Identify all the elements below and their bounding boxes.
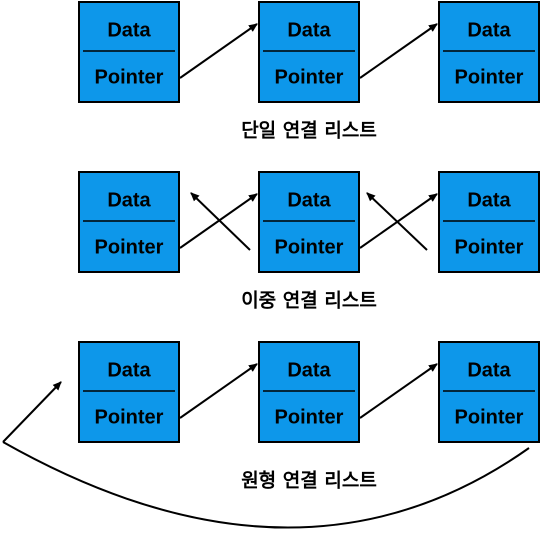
prev-pointer-arrow bbox=[190, 192, 251, 251]
pointer-field-label: Pointer bbox=[455, 66, 524, 88]
list-node: Data Pointer bbox=[438, 171, 540, 273]
list-caption: 단일 연결 리스트 bbox=[241, 120, 377, 142]
list-node: Data Pointer bbox=[438, 1, 540, 103]
list-node: Data Pointer bbox=[258, 341, 360, 443]
pointer-field-label: Pointer bbox=[95, 406, 164, 428]
next-pointer-arrow bbox=[179, 193, 258, 249]
pointer-field-label: Pointer bbox=[275, 66, 344, 88]
node-box bbox=[438, 341, 540, 443]
data-field-label: Data bbox=[287, 359, 331, 381]
pointer-field-label: Pointer bbox=[95, 236, 164, 258]
singly-linked-list: Data Pointer Data Pointer Data Pointer 단… bbox=[78, 1, 540, 142]
prev-pointer-arrow bbox=[366, 192, 428, 251]
next-pointer-arrow bbox=[359, 193, 438, 249]
next-pointer-arrow bbox=[179, 23, 258, 79]
data-field-label: Data bbox=[467, 359, 511, 381]
node-box bbox=[438, 171, 540, 273]
wraparound-arrow bbox=[2, 381, 62, 443]
pointer-field-label: Pointer bbox=[455, 236, 524, 258]
circular-linked-list: Data Pointer Data Pointer Data Pointer 원… bbox=[2, 341, 540, 529]
next-pointer-arrow bbox=[359, 23, 438, 79]
node-box bbox=[78, 171, 180, 273]
data-field-label: Data bbox=[107, 19, 151, 41]
node-box bbox=[258, 341, 360, 443]
list-node: Data Pointer bbox=[258, 171, 360, 273]
wraparound-curve bbox=[2, 441, 530, 529]
list-node: Data Pointer bbox=[78, 1, 180, 103]
data-field-label: Data bbox=[467, 189, 511, 211]
data-field-label: Data bbox=[107, 189, 151, 211]
data-field-label: Data bbox=[467, 19, 511, 41]
pointer-field-label: Pointer bbox=[455, 406, 524, 428]
pointer-field-label: Pointer bbox=[275, 236, 344, 258]
doubly-linked-list: Data Pointer Data Pointer Data Pointer 이… bbox=[78, 171, 540, 312]
list-node: Data Pointer bbox=[258, 1, 360, 103]
list-node: Data Pointer bbox=[78, 171, 180, 273]
pointer-field-label: Pointer bbox=[275, 406, 344, 428]
next-pointer-arrow bbox=[179, 363, 258, 419]
list-node: Data Pointer bbox=[438, 341, 540, 443]
next-pointer-arrow bbox=[359, 363, 438, 419]
node-box bbox=[78, 1, 180, 103]
list-caption: 이중 연결 리스트 bbox=[241, 290, 377, 312]
node-box bbox=[258, 1, 360, 103]
pointer-field-label: Pointer bbox=[95, 66, 164, 88]
data-field-label: Data bbox=[107, 359, 151, 381]
node-box bbox=[258, 171, 360, 273]
list-caption: 원형 연결 리스트 bbox=[241, 470, 377, 492]
node-box bbox=[438, 1, 540, 103]
data-field-label: Data bbox=[287, 189, 331, 211]
data-field-label: Data bbox=[287, 19, 331, 41]
node-box bbox=[78, 341, 180, 443]
list-node: Data Pointer bbox=[78, 341, 180, 443]
